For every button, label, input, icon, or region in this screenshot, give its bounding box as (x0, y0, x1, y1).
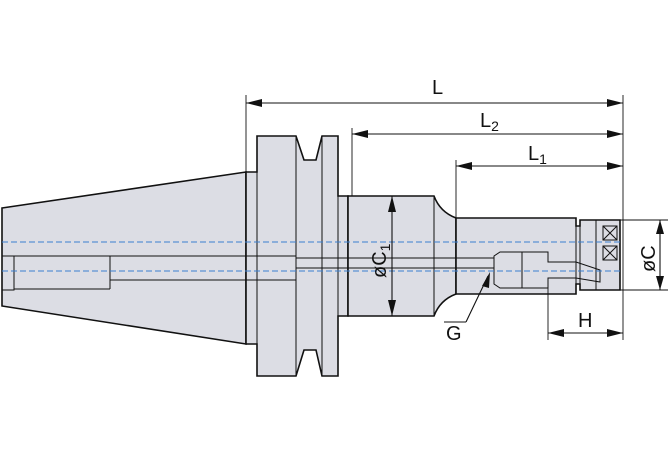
nose-section (455, 217, 621, 295)
label-L1-sub: 1 (539, 151, 547, 167)
arrow-H-left (548, 329, 564, 337)
nut-cross-bottom (602, 245, 618, 261)
label-L1: L1 (528, 143, 547, 167)
label-C: øC (638, 245, 660, 272)
arrow-L2-right (607, 130, 623, 138)
arrow-L-left (246, 99, 262, 107)
label-C1: øC1 (369, 243, 393, 278)
arrow-C1-bottom (388, 300, 396, 316)
label-H: H (578, 310, 592, 332)
arrow-C1-top (388, 196, 396, 212)
arrow-H-right (607, 329, 623, 337)
main-body (347, 195, 457, 317)
taper-shank (1, 171, 247, 345)
arrow-C-bottom (656, 276, 664, 290)
label-G: G (446, 323, 462, 345)
nut-cross-top (602, 225, 618, 241)
nut-box-top (602, 225, 618, 241)
label-L2-main: L (480, 110, 491, 132)
arrow-L1-left (456, 162, 472, 170)
collet-interior (493, 251, 601, 289)
arrow-L-right (607, 99, 623, 107)
label-C1-sub: 1 (377, 243, 393, 251)
internal-bore-left (2, 255, 15, 291)
label-L2-sub: 2 (491, 118, 499, 134)
label-C1-main: øC (369, 251, 391, 278)
arrow-L2-left (352, 130, 368, 138)
arrow-G (482, 272, 490, 288)
nut-box-bottom (602, 245, 618, 261)
label-L: L (432, 77, 443, 99)
label-L1-main: L (528, 143, 539, 165)
label-L2: L2 (480, 110, 499, 134)
arrow-L1-right (607, 162, 623, 170)
arrow-C-top (656, 220, 664, 234)
